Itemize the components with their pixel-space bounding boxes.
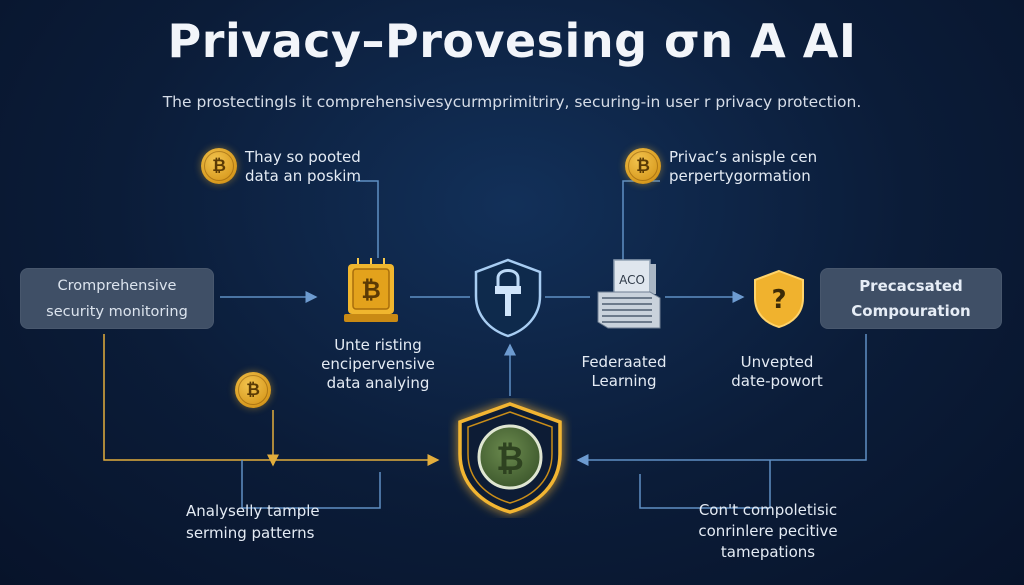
bitcoin-shield-icon: ₿ — [458, 402, 562, 514]
bitcoin-coin-icon: ₿ — [235, 372, 271, 408]
server-tag: ACO — [619, 273, 645, 287]
svg-text:?: ? — [771, 285, 786, 315]
lock-shield-icon — [474, 258, 542, 338]
bitcoin-coin-icon: ₿ — [625, 148, 661, 184]
page-subtitle: The prostectingls it comprehensivesycurm… — [162, 93, 862, 111]
page-title: Privacy–Provesing σn A AI — [167, 14, 857, 68]
precacsated-box: Precacsated Compouration — [820, 268, 1002, 329]
svg-text:₿: ₿ — [496, 439, 524, 479]
top-right-note: Privac’s anisple cen perpertygormation — [669, 148, 818, 185]
bottom-left-note: Analyselly tample serming patterns — [186, 502, 320, 542]
question-label: Unvepted date-powort — [731, 353, 823, 390]
wire-left-to-central — [103, 334, 440, 466]
right-box-line1: Precacsated — [859, 276, 963, 295]
wire-bottom-right-note — [639, 460, 771, 509]
bottom-right-note: Con't compoletisic conrinlere pecitive t… — [698, 501, 838, 561]
wire-note-to-server — [622, 180, 660, 262]
bitcoin-coin-icon: ₿ — [201, 148, 237, 184]
question-shield-icon: ? — [754, 269, 804, 329]
svg-text:₿: ₿ — [361, 276, 381, 304]
wire-note-to-chip — [356, 180, 379, 258]
wire-right-to-central — [576, 334, 867, 466]
right-box-line2: Compouration — [851, 301, 971, 320]
server-label: Federaated Learning — [581, 353, 667, 390]
left-box-line1: Cromprehensive — [57, 277, 177, 294]
left-box-line2: security monitoring — [46, 303, 188, 320]
bitcoin-chip-icon: ₿ — [344, 258, 398, 322]
server-icon: ACO — [597, 259, 661, 329]
wire-bottom-left-note — [241, 460, 381, 509]
top-left-note: Thay so pooted data an poskim — [245, 148, 362, 185]
comprehensive-security-box: Cromprehensive security monitoring — [20, 268, 214, 329]
chip-label: Unte risting encipervensive data analyin… — [321, 336, 435, 392]
